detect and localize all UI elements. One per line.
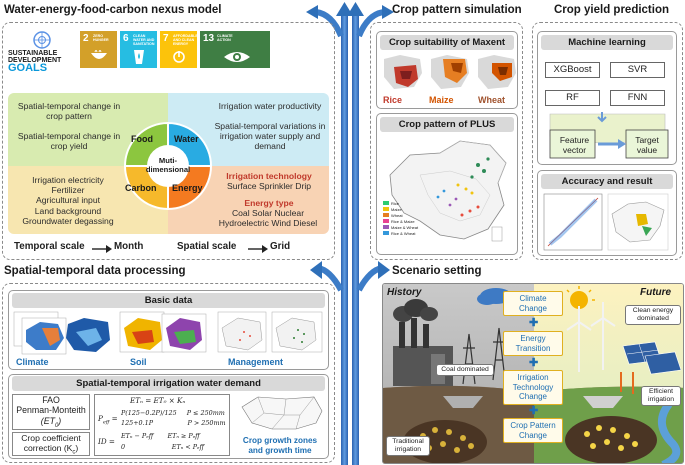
ml-header: Machine learning (541, 35, 673, 50)
traditional-irrigation-label: Traditional irrigation (386, 436, 430, 456)
crop-label-maize: Maize (429, 95, 454, 105)
kc-box (12, 432, 90, 456)
yield-panel (532, 22, 683, 260)
arrow-right-icon (92, 245, 112, 253)
plus-header: Crop pattern of PLUS (380, 117, 514, 132)
un-emblem-icon (33, 31, 51, 49)
circle-water-label: Water (174, 134, 199, 144)
history-label: History (387, 287, 422, 298)
formula-id-label: ID = (98, 437, 115, 446)
sdg-tile-13: 13 CLIMATE ACTION (200, 31, 270, 68)
eye-earth-icon (224, 52, 250, 62)
accuracy-header: Accuracy and result (541, 174, 673, 189)
feature-target-diagram (549, 112, 669, 159)
formula-box (94, 394, 230, 456)
nexus-panel (2, 22, 335, 260)
food-text-2: Spatial-temporal change in crop yield (17, 131, 121, 152)
plus-icon: ✚ (529, 357, 539, 369)
sun-power-icon (173, 51, 185, 63)
efficient-irrigation-label: Efficient irrigation (641, 386, 681, 406)
basic-data-maps (13, 311, 323, 355)
driver-irrigation-technology: Irrigation Technology Change (503, 370, 563, 405)
kc-label: Crop coefficient correction (Kc) (21, 433, 81, 456)
coal-dominated-label: Coal dominated (436, 364, 494, 376)
sdg-tile-2: 2 ZERO HUNGER (80, 31, 117, 68)
arrow-right-icon (248, 245, 268, 253)
driver-crop-pattern: Crop Pattern Change (503, 418, 563, 443)
model-rf: RF (545, 90, 600, 106)
sdg-logo-line1: SUSTAINABLE (8, 50, 58, 57)
food-text-1: Spatial-temporal change in crop pattern (17, 101, 121, 122)
sdg-logo-line3: GOALS (8, 62, 48, 74)
climate-label: Climate (16, 357, 49, 367)
circle-carbon-label: Carbon (125, 183, 157, 193)
food-bowl-icon (91, 50, 107, 59)
processing-title: Spatial-temporal data processing (4, 265, 186, 277)
crop-sim-title: Crop pattern simulation (392, 4, 522, 16)
processing-panel (2, 283, 335, 463)
scenario-title: Scenario setting (392, 265, 482, 277)
carbon-text: Irrigation electricity Fertilizer Agricu… (22, 175, 114, 226)
energy-head-1: Irrigation technology (226, 171, 312, 181)
sdg-tile-6: 6 CLEAN WATER AND SANITATION (120, 31, 157, 68)
yield-title: Crop yield prediction (554, 4, 670, 16)
demand-header: Spatial-temporal irrigation water demand (12, 376, 325, 391)
nexus-circle (123, 121, 213, 211)
fao-box (12, 394, 90, 430)
model-xgboost: XGBoost (545, 62, 600, 78)
formula-etc: ETₙ = ET₀ × Kₙ (130, 396, 186, 405)
plus-china-map (389, 140, 507, 242)
crop-label-rice: Rice (383, 95, 403, 105)
basic-data-header: Basic data (12, 293, 325, 308)
plus-icon: ✚ (529, 405, 539, 417)
future-label: Future (640, 287, 672, 298)
formula-peff-2: 125+0.1P P > 250mm (121, 419, 226, 427)
formula-id-1: ETₙ − Pₑff ETₙ ≥ Pₑff (121, 432, 200, 440)
crop-sim-panel (370, 22, 523, 260)
formula-id-2: 0 ETₙ < Pₑff (121, 443, 205, 451)
soil-label: Soil (130, 357, 147, 367)
nexus-title: Water-energy-food-carbon nexus model (4, 4, 222, 16)
accuracy-scatter-plot (543, 193, 669, 251)
formula-peff-1: P(125−0.2P)/125 P ≤ 250mm (121, 409, 225, 417)
water-glass-icon (134, 50, 144, 64)
growth-zones-label: Crop growth zones and growth time (242, 436, 318, 455)
spatial-scale-label: Spatial scale (177, 241, 237, 252)
formula-peff-label: Peff = (98, 414, 118, 426)
energy-head-2: Energy type (244, 198, 294, 208)
management-label: Management (228, 357, 284, 367)
sdg-tile-7: 7 AFFORDABLE AND CLEAN ENERGY (160, 31, 198, 68)
fao-label: FAO Penman-Monteith (16, 395, 86, 415)
driver-climate-change: Climate Change (503, 291, 563, 316)
circle-energy-label: Energy (172, 183, 203, 193)
driver-energy-transition: Energy Transition (503, 331, 563, 356)
maxent-maps (384, 55, 516, 89)
energy-text-2: Coal Solar Nuclear Hydroelectric Wind Di… (218, 208, 318, 229)
plus-icon: ✚ (529, 317, 539, 329)
temporal-scale-label: Temporal scale (14, 241, 85, 252)
growth-zones-map (241, 396, 323, 430)
model-svr: SVR (610, 62, 665, 78)
circle-center-label: Muti- dimensional (145, 156, 191, 174)
plus-legend: Rice Maize Wheat Rice & Maize Maize & Wh… (383, 200, 423, 236)
grid-label: Grid (270, 241, 291, 252)
model-fnn: FNN (610, 90, 665, 106)
feature-vector-label: Feature vector (559, 135, 590, 155)
energy-text-1: Surface Sprinkler Drip (226, 181, 312, 191)
et0-label: (ET0) (40, 416, 62, 429)
flow-pillar-right (352, 10, 359, 465)
clean-energy-label: Clean energy dominated (625, 305, 681, 325)
sdg-logo: SUSTAINABLE DEVELOPMENT GOALS (8, 30, 76, 74)
crop-label-wheat: Wheat (478, 95, 505, 105)
water-text-2: Spatial-temporal variations in irrigatio… (214, 121, 326, 152)
flow-pillar-left (341, 10, 348, 465)
target-value-label: Target value (635, 135, 659, 155)
maxent-header: Crop suitability of Maxent (380, 35, 514, 50)
sdg-logo-line2: DEVELOPMENT (8, 57, 62, 64)
circle-food-label: Food (131, 134, 153, 144)
water-text-1: Irrigation water productivity (218, 101, 322, 111)
month-label: Month (114, 241, 144, 252)
